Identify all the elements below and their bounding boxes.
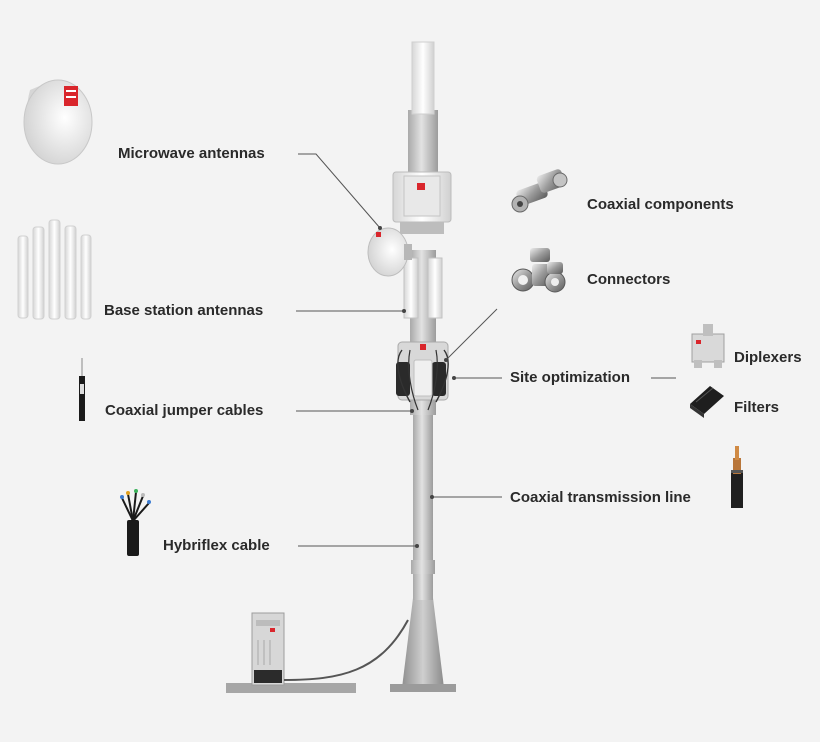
- leader-endpoints: [378, 226, 456, 548]
- tower-microwave-dish: [367, 227, 412, 277]
- tower-rru-cluster: [396, 341, 449, 411]
- pole-collar: [411, 560, 435, 574]
- label-filters: Filters: [734, 399, 780, 416]
- tower-top-antenna: [411, 41, 435, 115]
- label-microwave-antennas: Microwave antennas: [118, 145, 265, 162]
- cell-tower: [226, 41, 456, 693]
- label-coaxial-components: Coaxial components: [587, 196, 734, 213]
- diplexer-icon: [691, 324, 725, 368]
- label-site-optimization: Site optimization: [510, 369, 630, 386]
- tower-lower-pole: [413, 410, 433, 600]
- tower-base-plate: [390, 684, 456, 692]
- microwave-dish-icon: [23, 79, 93, 165]
- coaxial-jumper-cable-icon: [79, 358, 85, 421]
- coaxial-components-icon: [511, 169, 568, 213]
- hybriflex-cable-icon: [120, 489, 151, 556]
- leader-lines: [296, 153, 676, 547]
- coaxial-transmission-line-icon: [731, 446, 743, 508]
- leader-microwave: [298, 153, 381, 229]
- feeder-cable: [283, 619, 409, 681]
- label-base-station-antennas: Base station antennas: [104, 302, 264, 319]
- label-coaxial-transmission-line: Coaxial transmission line: [510, 489, 691, 506]
- ground-platform: [226, 683, 356, 693]
- label-hybriflex-cable: Hybriflex cable: [163, 537, 270, 554]
- label-connectors: Connectors: [587, 271, 671, 288]
- connectors-icon: [511, 248, 566, 293]
- filter-icon: [690, 386, 724, 418]
- leader-connectors: [445, 308, 498, 361]
- label-coaxial-jumper-cables: Coaxial jumper cables: [105, 402, 264, 419]
- ground-cabinet: [251, 612, 285, 686]
- label-diplexers: Diplexers: [734, 349, 802, 366]
- base-station-antennas-icon: [17, 219, 92, 320]
- tower-base-cone: [402, 598, 444, 688]
